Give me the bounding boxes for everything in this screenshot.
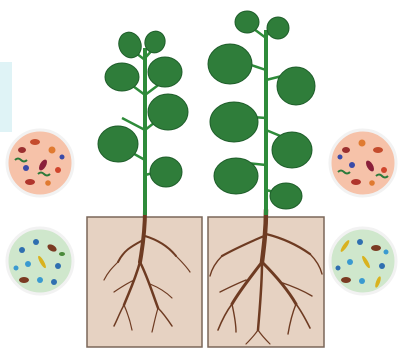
microbe-circle-top-left bbox=[7, 130, 73, 196]
leaf bbox=[150, 157, 182, 187]
leaf bbox=[148, 94, 188, 130]
leaf bbox=[277, 67, 315, 105]
microbe-circle-top-right bbox=[330, 130, 396, 196]
microbe-circle-bottom-right bbox=[330, 228, 396, 294]
leaf bbox=[98, 126, 138, 162]
leaf bbox=[210, 102, 258, 142]
leaf bbox=[105, 63, 139, 91]
leaf bbox=[214, 158, 258, 194]
leaf bbox=[267, 17, 289, 39]
leaf bbox=[148, 57, 182, 87]
leaf bbox=[272, 132, 312, 168]
leaf bbox=[208, 44, 252, 84]
leaf bbox=[235, 11, 259, 33]
microbe-circle-bottom-left bbox=[7, 228, 73, 294]
leaf bbox=[270, 183, 302, 209]
